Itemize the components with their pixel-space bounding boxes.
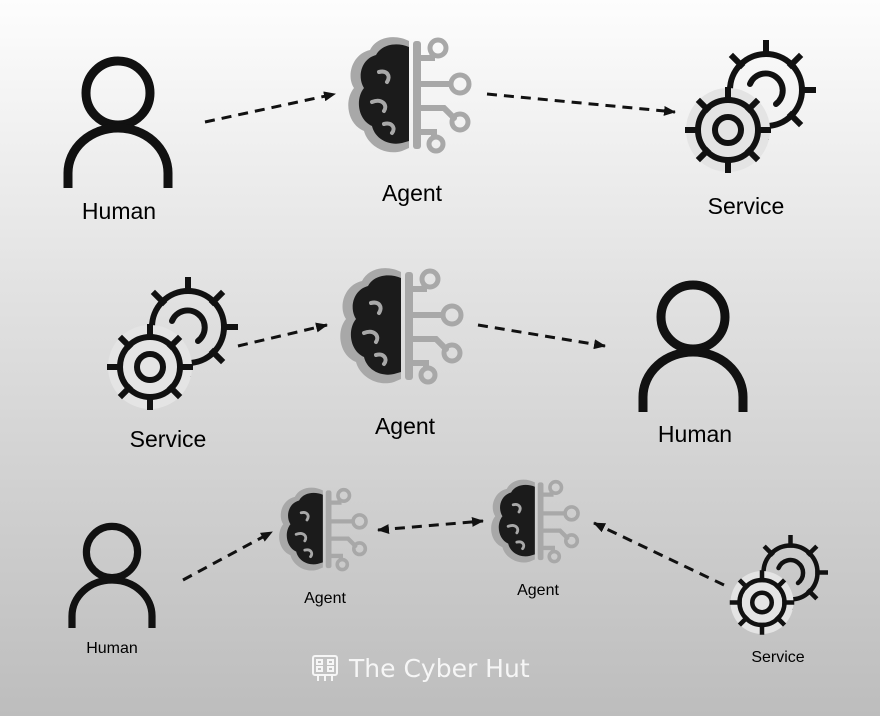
row3-service-icon xyxy=(731,537,826,634)
row3-agent-a-icon xyxy=(279,488,366,571)
row3-agent-a-label: Agent xyxy=(304,590,346,607)
row3-agent-b-label: Agent xyxy=(517,582,559,599)
row2-human-label: Human xyxy=(657,421,733,447)
row2-agent-label: Agent xyxy=(374,413,436,439)
row2-arrow-service-to-agent xyxy=(237,322,328,348)
row1-service-icon xyxy=(686,43,813,172)
row1-human-label: Human xyxy=(81,198,157,224)
row3-arrow-agent-to-agent xyxy=(377,516,484,535)
row2-human-icon xyxy=(643,285,743,412)
row3-human-icon xyxy=(72,526,152,628)
row1-service-label: Service xyxy=(707,193,785,219)
row1-human-icon xyxy=(68,61,168,188)
cyber-hut-logo-icon xyxy=(312,655,338,681)
watermark-text: The Cyber Hut xyxy=(349,653,530,683)
row1-arrow-human-to-agent xyxy=(204,91,336,124)
row3-arrow-human-to-agent xyxy=(182,530,273,582)
watermark: The Cyber Hut xyxy=(309,652,530,684)
row3-agent-b-icon xyxy=(491,480,578,563)
row3-arrow-service-to-agent xyxy=(593,521,725,587)
row2-service-label: Service xyxy=(129,426,207,452)
row3-human-label: Human xyxy=(86,640,138,657)
row2-service-icon xyxy=(108,280,235,409)
row1-agent-icon xyxy=(348,37,469,152)
row1-agent-label: Agent xyxy=(381,180,443,206)
row3-service-label: Service xyxy=(751,649,805,666)
row2-arrow-agent-to-human xyxy=(477,323,606,350)
row2-agent-icon xyxy=(340,268,461,383)
row1-arrow-agent-to-service xyxy=(486,92,676,116)
